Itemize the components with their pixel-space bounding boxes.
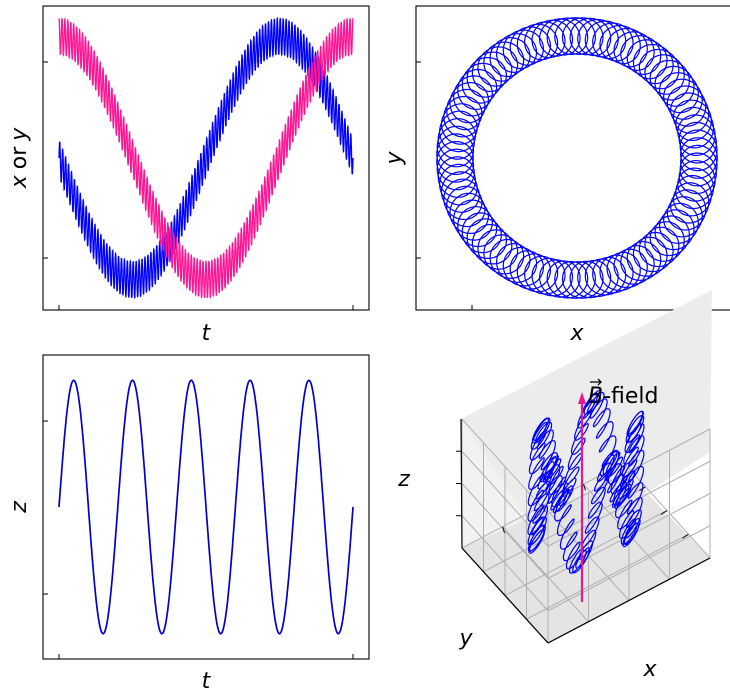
series-x-line [58,16,354,300]
axes-frame [42,354,370,660]
grid-line [461,483,549,579]
b-field-label: B-field [588,384,659,409]
y-axis-label: z [7,501,32,514]
b-vector-accent [590,378,602,386]
x-axis-label: t [202,669,212,690]
x-axis-label: t [202,321,212,346]
y-axis-label: y [458,626,473,651]
grid-line [547,460,711,547]
series-y-line [58,17,354,299]
panel-3d-helix: B-field x y z [397,290,712,682]
axes-frame [42,5,370,311]
grid-line [547,428,711,515]
panel-z-vs-t: t z [7,354,370,690]
orbit-line [436,17,718,299]
y-axis-label: xory [7,127,32,190]
axes-frame [415,5,730,311]
z-axis-label: z [397,467,410,492]
helix-line [527,390,645,574]
grid-line [461,450,549,547]
tick-mark [502,526,505,533]
x-axis-label: x [569,321,584,346]
grid-line [526,533,689,620]
axis-edge-x [547,557,711,644]
series-z-line [58,379,354,635]
x-axis-label: x [642,657,657,682]
grid-line [547,525,711,612]
grid-line [461,418,549,515]
tick-mark [682,533,689,539]
panel-orbit-xy: x y [382,5,730,346]
grid-line [461,515,549,612]
tick-mark [660,510,668,515]
tick-mark [583,484,586,491]
axis-edge-y [461,547,549,644]
panel-xy-vs-t: t xory [7,5,370,346]
y-axis-label: y [382,151,407,166]
b-field-arrow-head [578,392,586,404]
